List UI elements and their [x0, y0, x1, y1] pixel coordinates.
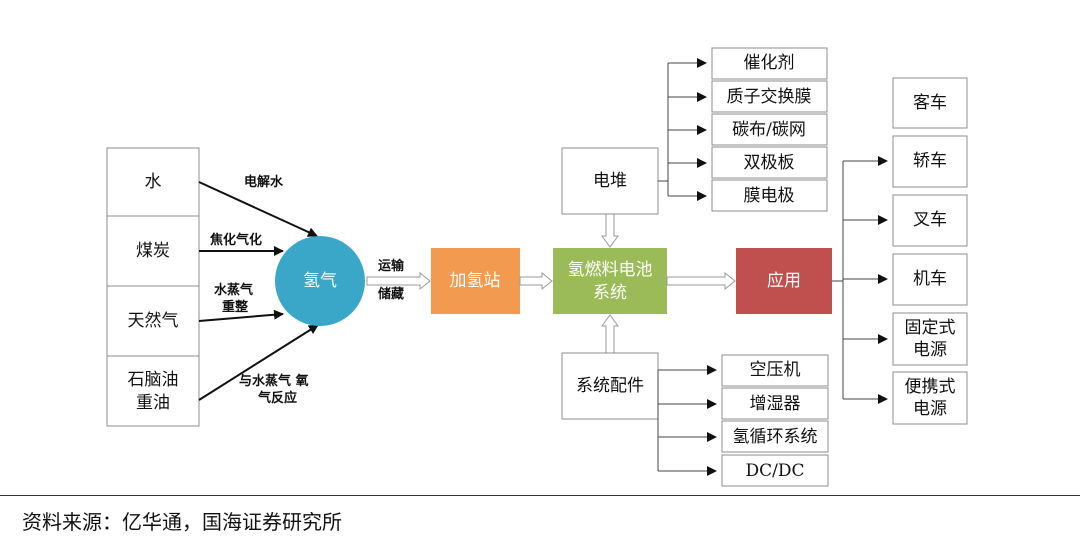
arrow-oxidation: [198, 324, 319, 401]
accessory-box-h2-recirculation: [721, 420, 829, 453]
hollow-arrow-accessories-to-fuel-cell: [601, 314, 619, 354]
transport-label: 运输: [378, 258, 405, 274]
application-node: 应用: [736, 248, 832, 314]
hollow-arrow-to-fuel-cell: [519, 271, 553, 291]
production-arrows: [198, 181, 319, 401]
stack-component-catalyst: 催化剂: [744, 53, 795, 73]
process-label-steam-line2: 重整: [222, 299, 249, 315]
source-label-heavy-oil: 重油: [136, 393, 170, 413]
stack-component-carbon-cloth: 碳布/碳网: [732, 120, 806, 140]
process-label-steam-line1: 水蒸气: [214, 282, 253, 298]
source-box-water: [106, 147, 200, 217]
station-label: 加氢站: [450, 271, 501, 291]
application-forklift: 叉车: [913, 210, 947, 230]
application-locomotive: 机车: [913, 269, 947, 289]
accessory-box-air-compressor: [721, 354, 829, 387]
stack-component-box-bipolar-plate: [711, 146, 828, 179]
process-label-oxidation-line2: 气反应: [258, 390, 297, 406]
source-note: 资料来源：亿华通，国海证券研究所: [22, 510, 342, 534]
source-divider: [0, 495, 1080, 496]
source-label-natural-gas: 天然气: [128, 311, 179, 331]
transport-link: 运输 储藏: [366, 258, 431, 302]
accessories-group: 系统配件 空压机 增湿器 氢循环系统 DC/DC: [561, 352, 829, 487]
sources-column: 水 煤炭 天然气 石脑油 重油: [106, 147, 200, 427]
fuel-cell-label-line1: 氢燃料电池: [568, 260, 653, 280]
fuel-cell-label-line2: 系统: [593, 283, 627, 303]
accessory-humidifier: 增湿器: [750, 394, 801, 414]
stack-label: 电堆: [593, 171, 627, 191]
station-node: 加氢站: [431, 248, 520, 314]
stack-component-box-carbon-cloth: [711, 113, 828, 146]
source-label-coal: 煤炭: [136, 241, 170, 261]
application-stationary-power-line1: 固定式: [905, 318, 956, 338]
stack-component-box-pem: [711, 80, 828, 113]
application-box-locomotive: [892, 253, 968, 306]
application-box-sedan: [892, 135, 968, 188]
accessory-h2-recirculation: 氢循环系统: [733, 427, 818, 447]
application-portable-power-line2: 电源: [913, 399, 947, 419]
hollow-arrow-to-station: [366, 271, 431, 291]
stack-component-pem: 质子交换膜: [727, 87, 812, 107]
source-label-naphtha: 石脑油: [128, 370, 179, 390]
accessory-box-dcdc: [721, 454, 829, 487]
source-box-coal: [106, 215, 200, 287]
hollow-arrow-stack-to-fuel-cell: [601, 213, 619, 248]
process-label-coking-gas: 焦化气化: [209, 232, 262, 248]
hydrogen-circle: [275, 236, 365, 326]
hydrogen-label: 氢气: [303, 271, 337, 291]
storage-label: 储藏: [377, 286, 404, 302]
stack-group: 电堆 催化剂 质子交换膜 碳布/碳网 双极板 膜电极: [561, 47, 828, 215]
application-box-portable-power: [892, 371, 968, 425]
arrow-steam-reforming: [198, 309, 284, 322]
stack-component-mea: 膜电极: [744, 186, 795, 206]
hydrogen-industry-chain-diagram: 水 煤炭 天然气 石脑油 重油 电解水 焦化气化 水蒸气 重整 与水蒸气 氧 气…: [106, 47, 968, 487]
source-box-oil: [106, 355, 200, 427]
stack-component-box-mea: [711, 179, 828, 212]
accessory-air-compressor: 空压机: [750, 360, 801, 380]
application-portable-power-line1: 便携式: [905, 377, 956, 397]
application-box-stationary-power: [892, 312, 968, 366]
source-label-water: 水: [145, 172, 162, 192]
process-label-oxidation-line1: 与水蒸气 氧: [239, 373, 309, 389]
application-bus: 客车: [913, 93, 947, 113]
fuel-cell-node: 氢燃料电池 系统: [553, 248, 667, 314]
accessories-box: [561, 352, 659, 420]
application-stationary-power-line2: 电源: [913, 340, 947, 360]
application-label: 应用: [767, 271, 801, 291]
hydrogen-node: 氢气: [275, 236, 365, 326]
application-box-forklift: [892, 194, 968, 247]
process-label-electrolysis: 电解水: [244, 174, 284, 190]
application-box-bus: [892, 77, 968, 129]
process-labels: 电解水 焦化气化 水蒸气 重整 与水蒸气 氧 气反应: [209, 174, 309, 406]
accessory-dcdc: DC/DC: [745, 461, 804, 481]
hollow-arrow-to-application: [666, 271, 736, 291]
applications-group: 客车 轿车 叉车 机车 固定式 电源 便携式 电源: [832, 77, 968, 425]
stack-component-bipolar-plate: 双极板: [744, 153, 795, 173]
fuel-cell-box: [553, 248, 667, 314]
source-box-natural-gas: [106, 285, 200, 357]
station-box: [431, 248, 520, 314]
stack-component-box-catalyst: [711, 47, 828, 80]
arrow-electrolysis: [198, 181, 318, 237]
accessories-label: 系统配件: [576, 376, 644, 396]
accessory-box-humidifier: [721, 387, 829, 420]
application-sedan: 轿车: [913, 151, 947, 171]
application-box: [736, 248, 832, 314]
